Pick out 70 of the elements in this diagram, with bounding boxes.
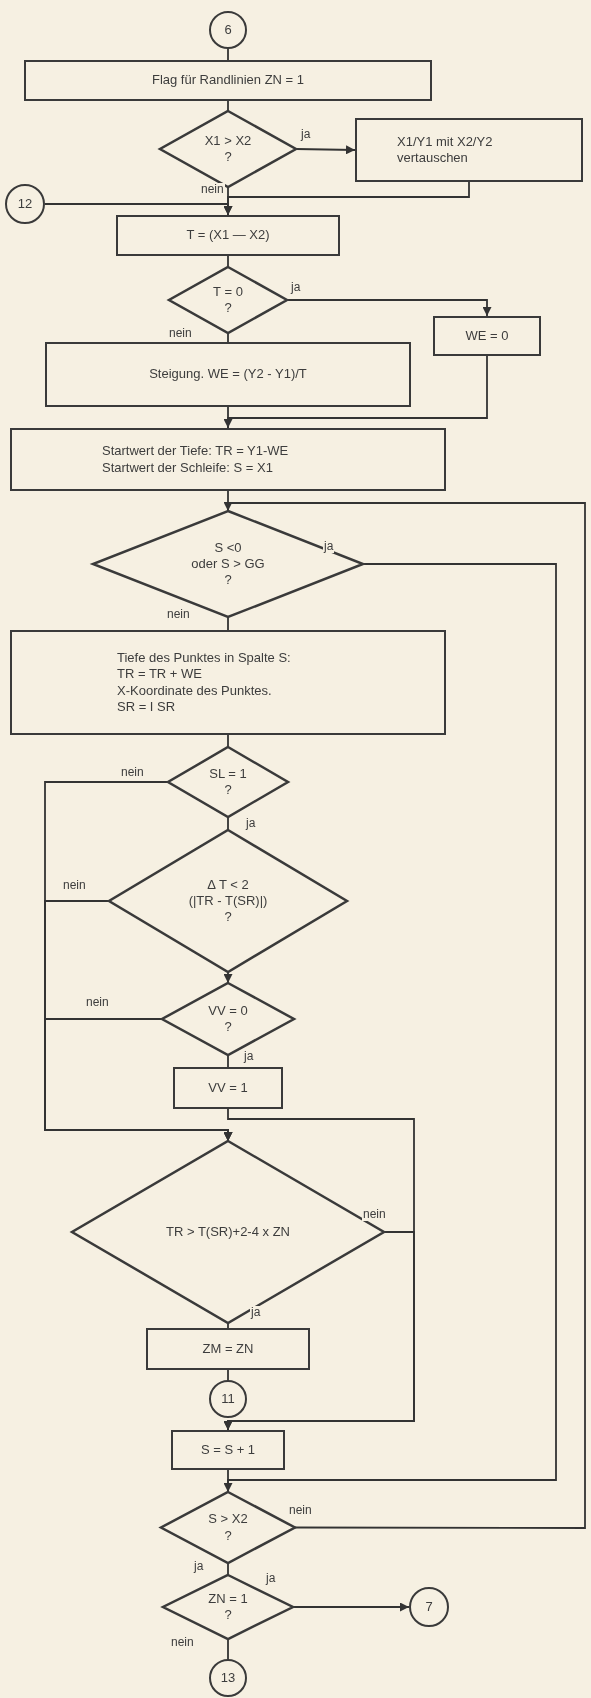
connector-number: 13 [220,1669,236,1687]
decision-text: ? [224,572,232,589]
decision-text: VV = 0 [208,1002,248,1019]
process-box [24,60,432,101]
edge-label: ja [193,1560,205,1574]
process-box [146,1328,310,1370]
decision-text: ? [224,300,232,317]
decision-text: TR > T(SR)+2-4 x ZN [166,1223,290,1241]
edge-label: ja [243,1050,255,1064]
connector-circle [5,184,45,224]
box-text: Tiefe des Punktes in Spalte S: [117,650,291,667]
box-text: TR = TR + WE [117,666,202,683]
edge-label: nein [362,1208,387,1222]
decision-text: ? [224,1527,232,1544]
edge-label: ja [300,128,312,142]
connector-arrow [223,971,233,984]
connector-arrow [223,1231,415,1431]
edge-label: ja [290,281,302,295]
connector-arrow [44,203,233,216]
process-box [355,118,583,182]
decision-text: X1 > X2 [204,132,252,149]
box-text: Flag für Randlinien ZN = 1 [151,72,305,89]
process-box [171,1430,285,1470]
decision-text: ? [224,909,232,926]
connector-number: 7 [425,1598,433,1616]
connector-arrow [223,502,586,1529]
connector-arrow [286,299,492,317]
connector-arrow [292,1602,410,1612]
process-box [10,630,446,735]
decision-text: ? [224,782,232,799]
decision-text: SL = 1 [209,765,247,782]
connector-arrow [295,145,356,155]
connector-number: 11 [221,1390,235,1408]
process-box [433,316,541,356]
decision-text: ? [224,1607,232,1624]
decision-text: ZN = 1 [208,1590,248,1607]
edge-label: ja [250,1306,262,1320]
connector-arrow [44,1018,233,1142]
decision-text: ? [224,1019,232,1036]
box-text: Startwert der Tiefe: TR = Y1-WE [102,443,289,460]
connector-circle [209,1380,247,1418]
connector-circle [409,1587,449,1627]
box-text: T = (X1 — X2) [186,227,270,244]
decision-text: (|TR - T(SR)|) [188,892,268,910]
box-text: SR = I SR [117,698,176,715]
connector-number: 6 [224,21,232,39]
decision-text: ? [224,149,232,166]
decision-text: oder S > GG [191,555,265,573]
edge-label: ja [323,540,335,554]
decision-text: T = 0 [213,283,243,300]
process-box [173,1067,283,1109]
box-text: Startwert der Schleife: S = X1 [102,459,273,476]
decision-text: S <0 [214,539,242,556]
box-text: S = S + 1 [200,1441,256,1459]
process-box [116,215,340,256]
edge-label: ja [265,1572,277,1586]
box-text: VV = 1 [208,1079,248,1097]
box-text: X1/Y1 mit X2/Y2 vertauschen [397,133,494,167]
decision-text: Δ T < 2 [207,876,249,893]
connector-circle [209,1659,247,1697]
box-text: WE = 0 [465,327,509,345]
box-text: X-Koordinate des Punktes. [117,682,272,699]
decision-text: S > X2 [208,1511,248,1528]
connector-number: 12 [17,195,33,213]
process-box [10,428,446,491]
box-text: Steigung. WE = (Y2 - Y1)/T [149,366,307,383]
connector-circle [209,11,247,49]
process-box [45,342,411,407]
box-text: ZM = ZN [202,1340,254,1358]
edge-label: ja [245,817,257,831]
